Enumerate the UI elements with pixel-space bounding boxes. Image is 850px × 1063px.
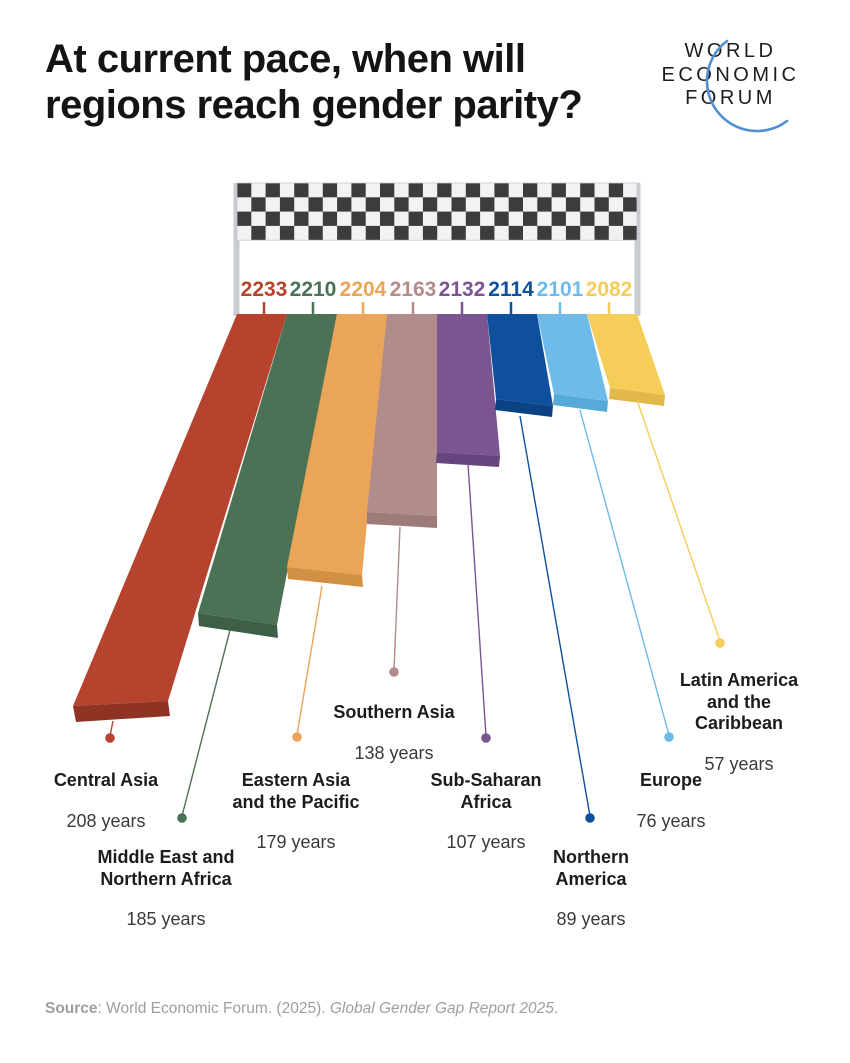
year-southern-asia: 2163 [390, 278, 437, 301]
region-name: Central Asia [53, 770, 159, 790]
label-eastern-asia-pacific: Eastern Asia and the Pacific 179 years [181, 752, 411, 871]
lane-eastern-asia-pacific [287, 314, 387, 575]
dot-europe [664, 732, 674, 742]
label-southern-asia: Southern Asia 138 years [279, 684, 509, 782]
year-latin-america-caribbean: 2082 [586, 278, 633, 301]
label-latin-america-caribbean: Latin America and the Caribbean 57 years [624, 652, 850, 793]
lane-europe-cap [553, 394, 608, 412]
region-years: 89 years [556, 909, 626, 929]
year-middle-east-northern-africa: 2210 [290, 278, 337, 301]
connector-europe [579, 409, 670, 736]
label-europe: Europe 76 years [556, 752, 786, 850]
region-name: Latin America and the Caribbean [679, 670, 799, 733]
dot-eastern-asia-pacific [292, 732, 302, 742]
connector-latin-america-caribbean [637, 402, 721, 642]
label-sub-saharan-africa: Sub-Saharan Africa 107 years [371, 752, 601, 871]
connector-southern-asia [393, 526, 401, 671]
page-title: At current pace, when will regions reach… [45, 36, 583, 128]
region-years: 185 years [126, 909, 206, 929]
region-name: Europe [639, 770, 702, 790]
year-central-asia: 2233 [241, 278, 288, 301]
connector-middle-east-northern-africa [181, 629, 231, 817]
lane-southern-asia [367, 314, 437, 516]
label-middle-east-northern-africa: Middle East and Northern Africa 185 year… [51, 829, 281, 948]
lane-latin-america-caribbean [587, 314, 665, 395]
dot-latin-america-caribbean [715, 638, 725, 648]
region-years: 179 years [256, 832, 336, 852]
year-europe: 2101 [537, 278, 584, 301]
source-work: Global Gender Gap Report 2025 [329, 1000, 554, 1017]
year-eastern-asia-pacific: 2204 [340, 278, 387, 301]
dot-southern-asia [389, 667, 399, 677]
lane-middle-east-northern-africa [198, 314, 337, 625]
year-northern-america: 2114 [488, 278, 534, 301]
lane-sub-saharan-africa [437, 314, 500, 456]
dot-middle-east-northern-africa [177, 813, 187, 823]
lane-southern-asia-cap [367, 512, 437, 528]
finish-line-banner [236, 182, 638, 241]
title-line-1: At current pace, when will [45, 37, 526, 81]
source-line: Source: World Economic Forum. (2025). Gl… [45, 1000, 558, 1018]
connector-northern-america [519, 415, 591, 817]
region-name: Eastern Asia and the Pacific [232, 770, 360, 812]
region-name: Sub-Saharan Africa [430, 770, 542, 812]
dot-central-asia [105, 733, 115, 743]
wef-logo-arc [705, 39, 789, 133]
label-central-asia: Central Asia 208 years [0, 752, 221, 850]
region-years: 107 years [446, 832, 526, 852]
year-sub-saharan-africa: 2132 [439, 278, 486, 301]
region-years: 57 years [704, 753, 774, 774]
lane-northern-america-cap [495, 399, 553, 417]
region-years: 138 years [354, 742, 434, 763]
label-northern-america: Northern America 89 years [476, 829, 706, 948]
finish-post-left [233, 183, 240, 316]
region-name: Middle East and Northern Africa [97, 847, 235, 889]
connector-eastern-asia-pacific [296, 585, 323, 736]
lane-central-asia-cap [73, 701, 170, 722]
region-years: 208 years [66, 810, 146, 831]
region-name: Northern America [553, 847, 629, 889]
lane-middle-east-northern-africa-cap [198, 613, 278, 638]
lane-sub-saharan-africa-cap [436, 452, 500, 467]
title-line-2: regions reach gender parity? [45, 83, 583, 127]
wef-logo-word-2: ECONOMIC [661, 63, 800, 86]
dot-northern-america [585, 813, 595, 823]
lane-latin-america-caribbean-cap [609, 388, 665, 406]
lane-europe [537, 314, 608, 401]
lane-central-asia [73, 314, 287, 706]
lane-northern-america [487, 314, 553, 406]
source-label: Source [45, 1000, 98, 1017]
region-years: 76 years [636, 810, 706, 831]
dot-sub-saharan-africa [481, 733, 491, 743]
region-name: Southern Asia [333, 702, 455, 722]
wef-logo-word-1: WORLD [684, 40, 777, 62]
source-citation: : World Economic Forum. (2025). [97, 1000, 330, 1017]
lane-eastern-asia-pacific-cap [287, 567, 363, 587]
finish-post-right [634, 183, 641, 316]
source-end: . [553, 1000, 559, 1017]
connector-sub-saharan-africa [467, 463, 487, 737]
